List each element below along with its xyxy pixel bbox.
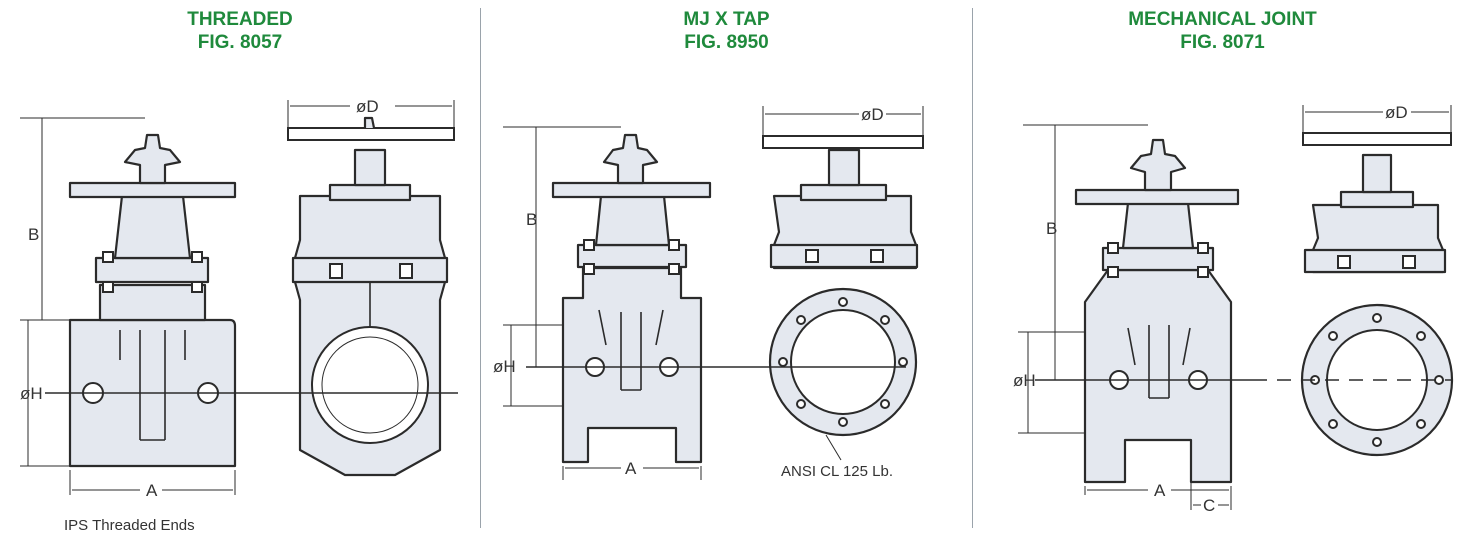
dim-label-a: A (1154, 481, 1166, 500)
mj-x-tap-valve-drawing: B øH A øD ANSI CL 125 Lb. (493, 105, 924, 480)
threaded-valve-drawing: B øH A øD IPS Threaded Ends (20, 97, 458, 534)
panel-title-line2: FIG. 8950 (684, 32, 769, 53)
dim-label-b: B (526, 210, 537, 229)
valve-side-view (1074, 138, 1240, 484)
valve-front-view (287, 116, 455, 477)
dim-label-b: B (28, 225, 39, 244)
dim-label-h: øH (493, 357, 516, 376)
mechanical-joint-valve-drawing: B øH A C øD (1013, 103, 1454, 515)
valve-front-view (762, 135, 924, 437)
dim-label-h: øH (20, 384, 43, 403)
panel-note: ANSI CL 125 Lb. (781, 463, 893, 480)
panel-title-line2: FIG. 8071 (1180, 32, 1265, 53)
panel-title: MECHANICAL JOINT FIG. 8071 (973, 8, 1472, 54)
panel-title: MJ X TAP FIG. 8950 (481, 8, 972, 54)
dim-label-a: A (625, 459, 637, 478)
dim-label-d: øD (356, 97, 379, 116)
panel-title: THREADED FIG. 8057 (0, 8, 480, 54)
panel-title-line1: THREADED (187, 9, 293, 30)
panel-note: IPS Threaded Ends (64, 517, 195, 534)
panel-title-line2: FIG. 8057 (197, 32, 283, 53)
valve-side-view (551, 133, 712, 464)
dimension-lines (503, 106, 924, 480)
dim-label-d: øD (861, 105, 884, 124)
dim-label-a: A (146, 481, 158, 500)
dimension-lines (1018, 105, 1452, 510)
divider-right (972, 8, 973, 528)
panel-mj-x-tap: MJ X TAP FIG. 8950 (481, 0, 972, 535)
panel-title-line1: MJ X TAP (683, 9, 770, 30)
dim-label-d: øD (1385, 103, 1408, 122)
dim-label-h: øH (1013, 371, 1036, 390)
dim-label-c: C (1203, 496, 1215, 515)
dim-label-b: B (1046, 219, 1057, 238)
divider-left (480, 8, 481, 528)
valve-side-view (68, 133, 237, 468)
dimension-lines (20, 100, 458, 495)
panel-threaded: THREADED FIG. 8057 (0, 0, 480, 535)
valve-front-view (1300, 132, 1454, 457)
panel-title-line1: MECHANICAL JOINT (1128, 9, 1317, 30)
panel-mechanical-joint: MECHANICAL JOINT FIG. 8071 (973, 0, 1472, 535)
